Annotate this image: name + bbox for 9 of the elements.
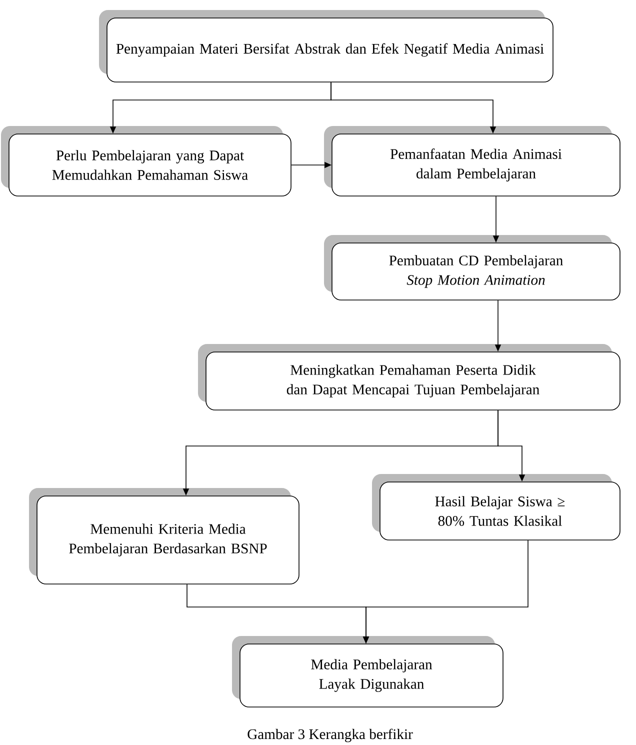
process-box: Media Pembelajaran Layak Digunakan bbox=[232, 636, 504, 708]
process-box: Memenuhi Kriteria Media Pembelajaran Berdasarkan BSNP bbox=[29, 488, 300, 584]
process-box: Pemanfaatan Media Animasi dalam Pembelajaran bbox=[324, 126, 620, 196]
process-box: Penyampaian Materi Bersifat Abstrak dan Efek Negatif Media Animasi bbox=[99, 10, 554, 82]
process-box: Meningkatkan Pemahaman Peserta Didik dan Dapat Mencapai Tujuan Pembelajaran bbox=[198, 344, 620, 410]
process-box: Pembuatan CD Pembelajaran Stop Motion Animation bbox=[324, 235, 620, 300]
process-box: Hasil Belajar Siswa ≥ 80% Tuntas Klasikal bbox=[372, 474, 620, 540]
process-box: Perlu Pembelajaran yang Dapat Memudahkan Pemahaman Siswa bbox=[1, 126, 292, 196]
caption: Gambar 3 Kerangka berfikir bbox=[248, 728, 413, 742]
